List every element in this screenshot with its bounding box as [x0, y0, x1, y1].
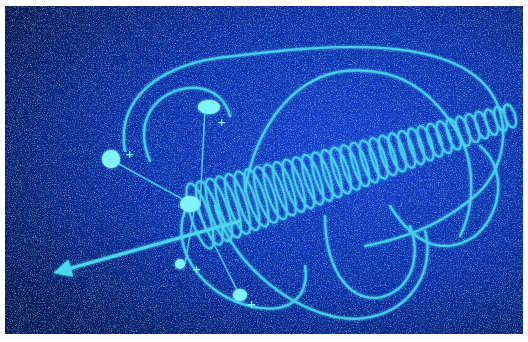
blob-bottom — [175, 259, 185, 269]
plus-mark-1: + — [125, 148, 134, 161]
blob-lower — [233, 289, 247, 301]
blob-left — [102, 150, 120, 168]
plus-mark-4: + — [247, 298, 256, 311]
plus-mark-2: + — [217, 116, 226, 129]
plus-mark-3: + — [192, 263, 201, 276]
blob-top — [198, 100, 220, 114]
particle-spiral-photo: + + + + — [5, 6, 523, 334]
blob-center — [180, 196, 200, 212]
